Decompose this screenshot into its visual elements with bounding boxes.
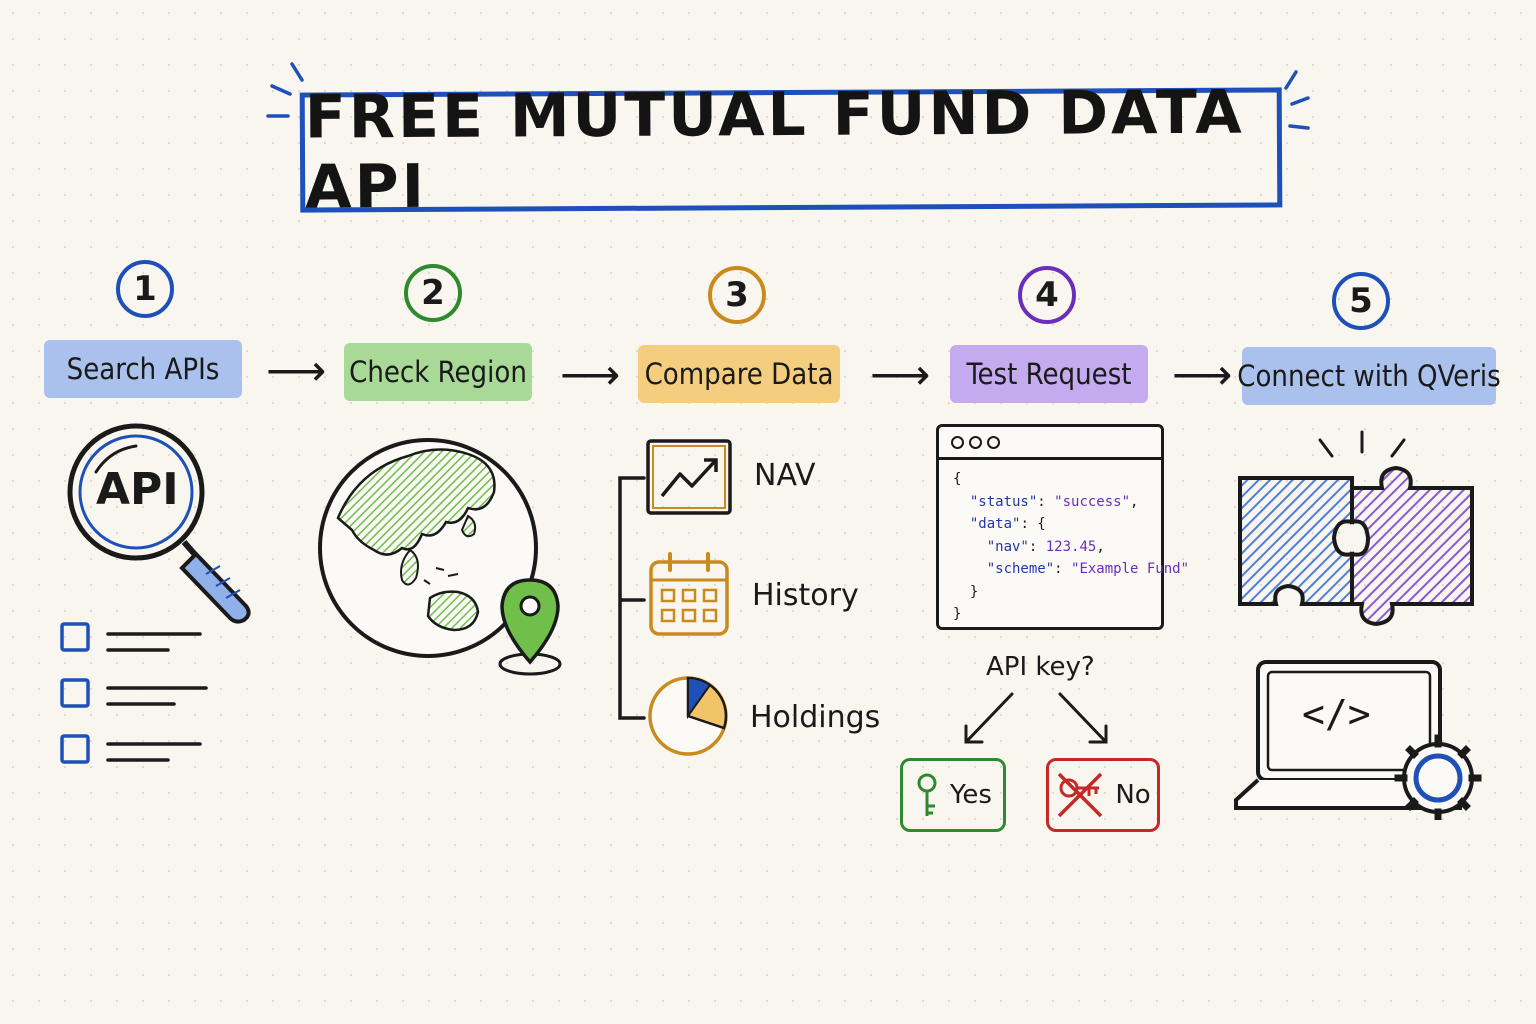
code-status-value: "success"	[1054, 493, 1131, 510]
magnifier-text: API	[96, 464, 179, 515]
no-option: No	[1046, 758, 1160, 832]
code-symbol: </>	[1302, 692, 1371, 736]
step-5-number: 5	[1332, 272, 1390, 330]
data-item-holdings: Holdings	[750, 700, 881, 735]
checklist-icon	[58, 620, 218, 770]
arrow-right-icon: ⟶	[266, 346, 327, 395]
code-nav-value: 123.45	[1045, 538, 1097, 555]
branch-arrows-icon	[952, 688, 1122, 754]
trend-chart-icon	[646, 438, 734, 518]
code-nav-key: "nav"	[986, 538, 1029, 555]
page-title: FREE MUTUAL FUND DATA API	[304, 77, 1245, 223]
puzzle-icon	[1232, 426, 1482, 638]
step-2-number: 2	[404, 264, 462, 322]
data-item-nav: NAV	[754, 458, 816, 493]
code-status-key: "status"	[969, 493, 1038, 510]
data-item-history: History	[752, 578, 859, 613]
no-label: No	[1115, 780, 1151, 810]
step-2-label: Check Region	[344, 343, 532, 401]
api-key-question: API key?	[986, 652, 1095, 682]
step-3-label: Compare Data	[638, 345, 840, 403]
magnifier-icon: API	[60, 420, 260, 630]
step-5-label: Connect with QVeris	[1237, 347, 1501, 405]
code-data-key: "data"	[969, 516, 1021, 532]
code-scheme-value: "Example Fund"	[1071, 561, 1190, 577]
laptop-icon: </>	[1234, 658, 1486, 822]
title-sparks	[260, 58, 1310, 198]
no-key-icon	[1058, 772, 1103, 818]
yes-option: Yes	[900, 758, 1006, 832]
globe-icon	[318, 430, 578, 690]
json-response-window: { "status": "success", "data": { "nav": …	[936, 424, 1190, 630]
title-banner: FREE MUTUAL FUND DATA API	[299, 78, 1283, 223]
step-1-number: 1	[116, 260, 174, 318]
window-dot-icon	[951, 436, 964, 449]
yes-label: Yes	[950, 780, 992, 810]
pie-chart-icon	[646, 674, 730, 758]
calendar-icon	[648, 552, 732, 638]
spark-lines-icon	[266, 62, 1310, 130]
key-icon	[917, 773, 937, 816]
bracket-line	[608, 474, 648, 722]
window-titlebar	[939, 427, 1161, 460]
code-scheme-key: "scheme"	[986, 561, 1055, 577]
arrow-right-icon: ⟶	[1172, 350, 1233, 399]
step-3-number: 3	[708, 266, 766, 324]
json-code: { "status": "success", "data": { "nav": …	[953, 471, 1190, 622]
step-4-number: 4	[1018, 266, 1076, 324]
window-dot-icon	[969, 436, 982, 449]
window-dot-icon	[987, 436, 1000, 449]
gear-icon	[1394, 734, 1482, 822]
arrow-right-icon: ⟶	[560, 350, 621, 399]
arrow-right-icon: ⟶	[870, 350, 931, 399]
step-4-label: Test Request	[950, 345, 1148, 403]
step-1-label: Search APIs	[44, 340, 242, 398]
